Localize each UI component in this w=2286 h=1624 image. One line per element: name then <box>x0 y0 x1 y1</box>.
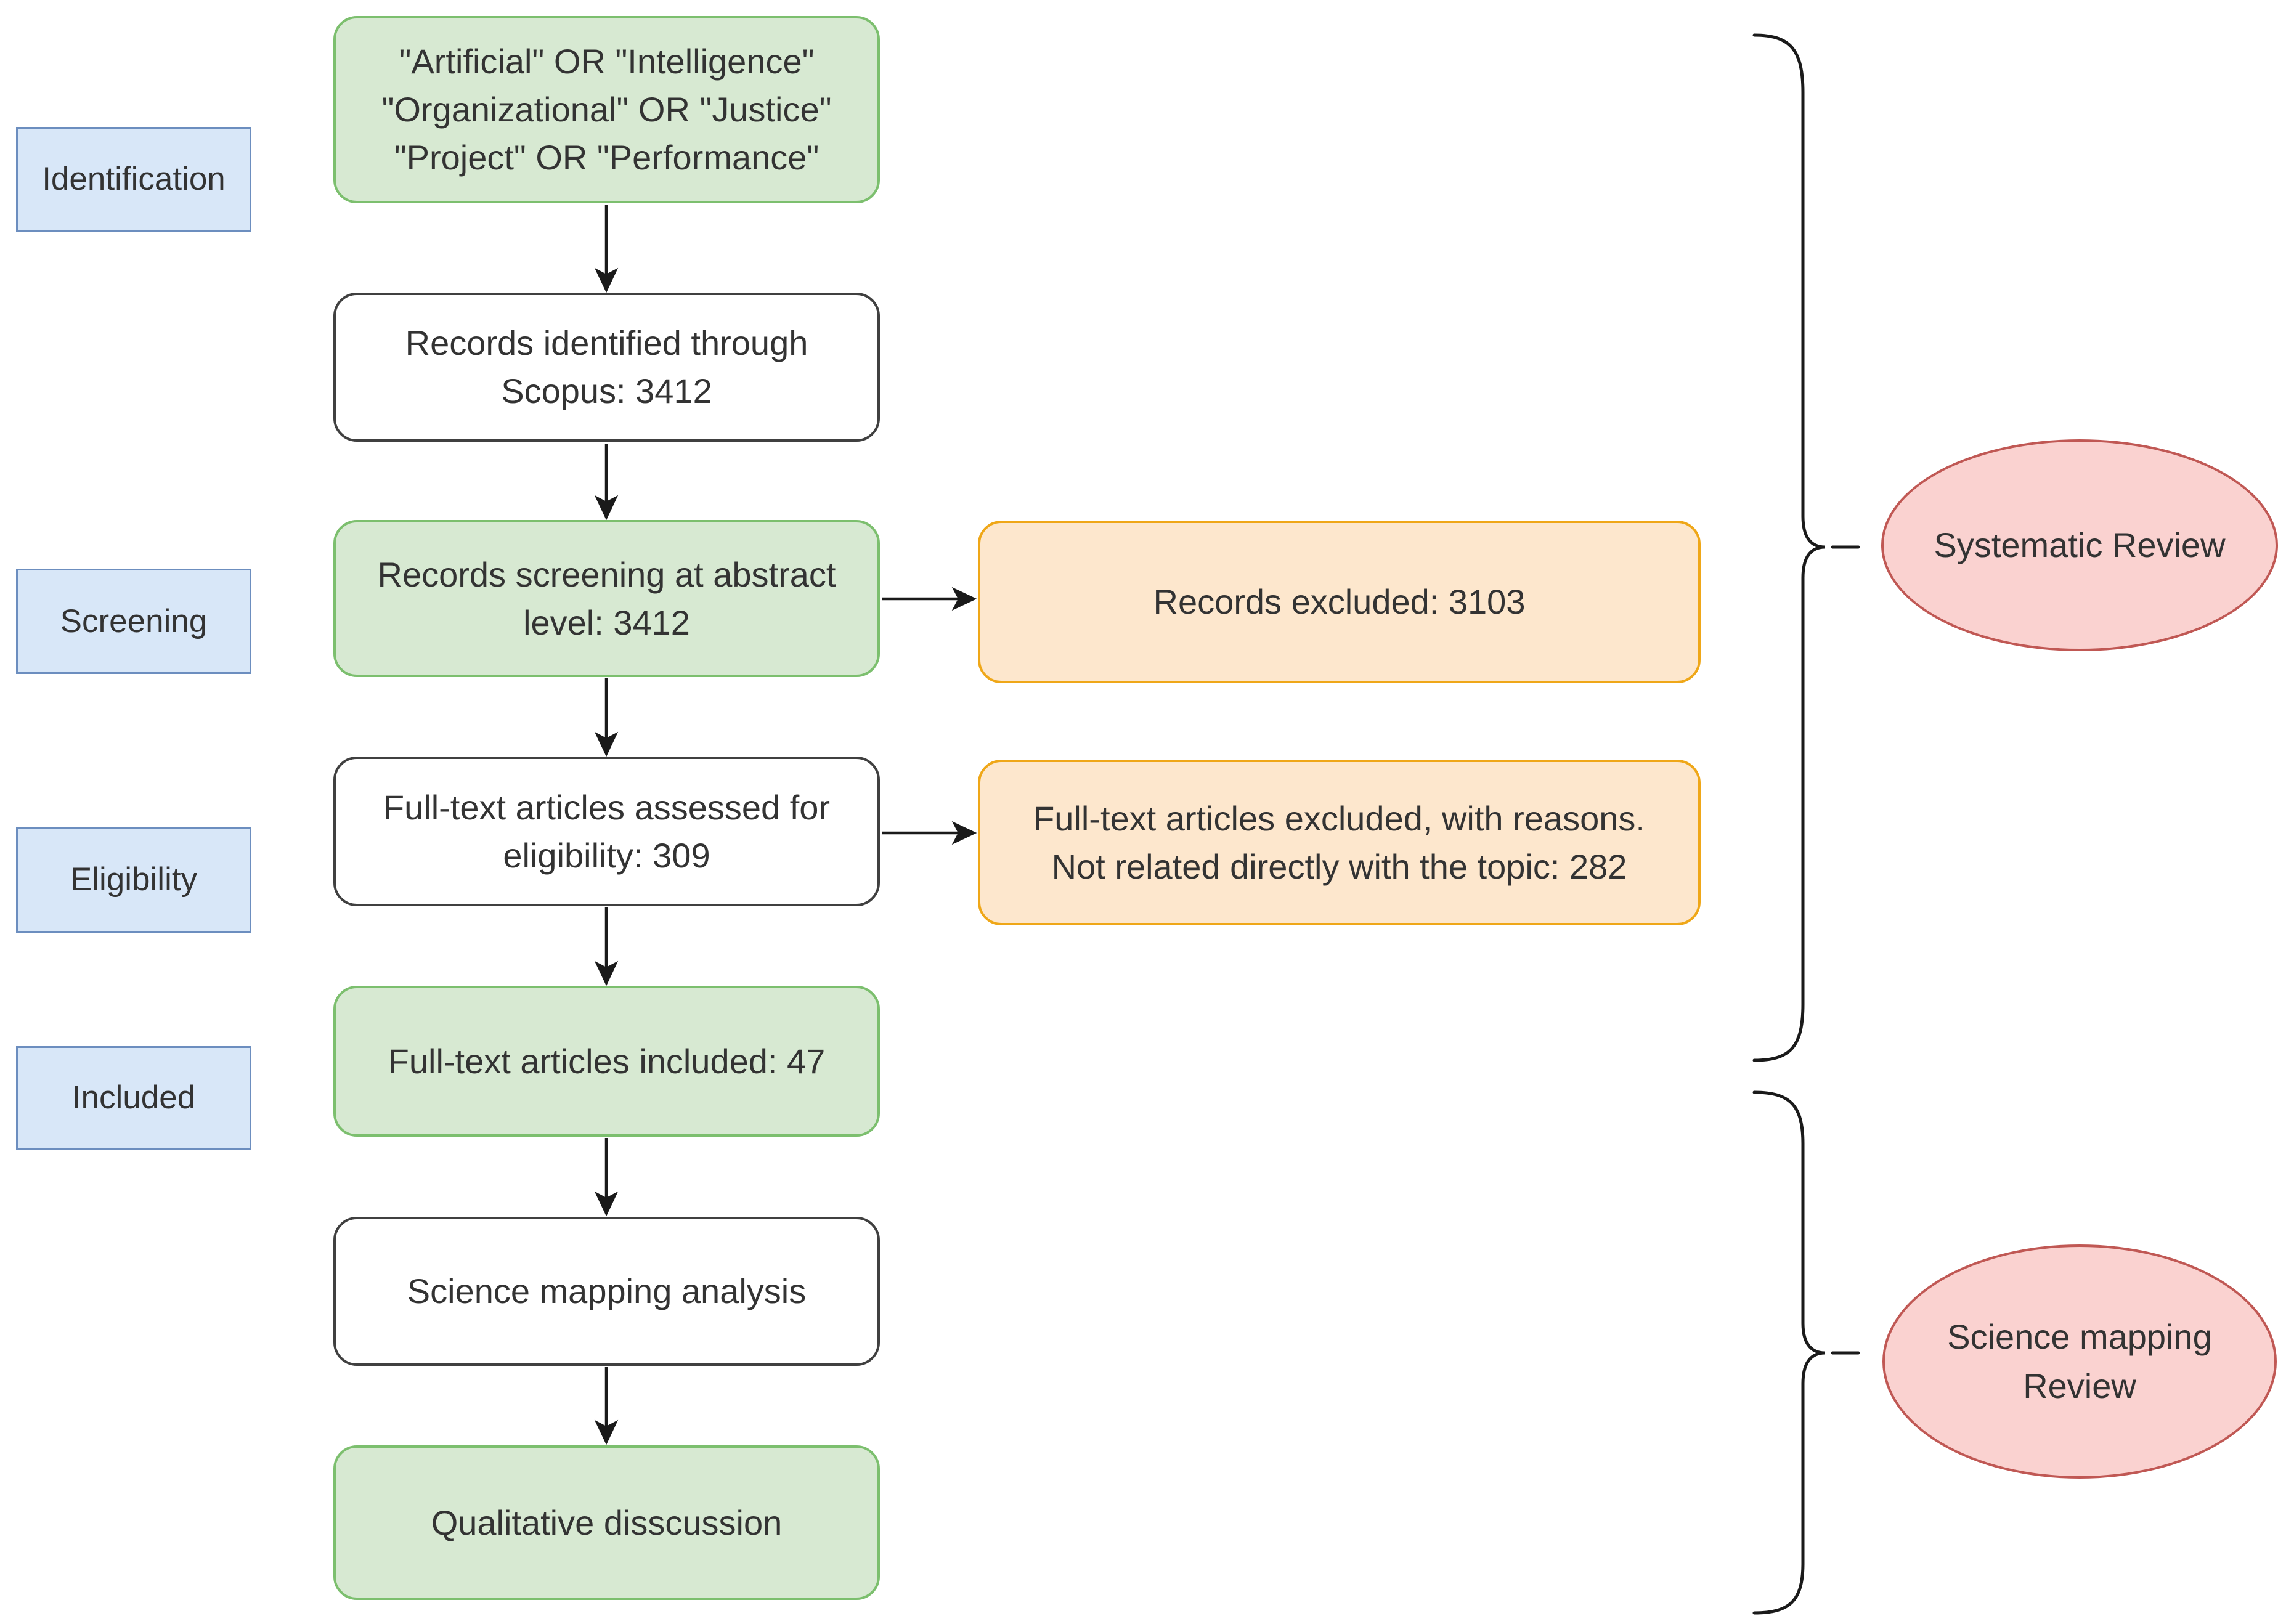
text-line: Records excluded: 3103 <box>1153 582 1526 621</box>
text-line: "Project" OR "Performance" <box>394 138 820 177</box>
arrow-down-icon-assessed-to-included <box>594 907 619 986</box>
flow-box-qualitative-discussion: Qualitative disscussion <box>333 1445 880 1600</box>
text-line: eligibility: 309 <box>503 835 710 875</box>
excluded-box-records: Records excluded: 3103 <box>978 521 1701 683</box>
flow-box-records-screening: Records screening at abstract level: 341… <box>333 520 880 677</box>
text-line: Full-text articles assessed for <box>383 787 831 827</box>
flow-box-search-terms: "Artificial" OR "Intelligence" "Organiza… <box>333 16 880 203</box>
flow-box-fulltext-assessed: Full-text articles assessed for eligibil… <box>333 757 880 906</box>
text-line: Scopus: 3412 <box>501 371 712 410</box>
stage-label-text: Eligibility <box>70 861 198 898</box>
stage-label-text: Identification <box>42 161 226 197</box>
stage-label-eligibility: Eligibility <box>16 827 251 933</box>
text-line: Not related directly with the topic: 282 <box>1051 847 1627 886</box>
curly-brace-science-mapping-review <box>1752 1090 1860 1615</box>
flow-box-science-mapping-analysis: Science mapping analysis <box>333 1217 880 1366</box>
text-line: Review <box>2023 1366 2136 1405</box>
text-line: Records identified through <box>405 323 808 362</box>
flow-box-fulltext-included: Full-text articles included: 47 <box>333 986 880 1137</box>
review-ellipse-systematic: Systematic Review <box>1881 439 2278 651</box>
arrow-down-icon-mapping-to-qualitative <box>594 1367 619 1445</box>
text-line: Science mapping <box>1947 1317 2212 1356</box>
arrow-right-icon-assessed-to-excluded <box>882 821 977 845</box>
arrow-down-icon-identified-to-screening <box>594 444 619 521</box>
text-line: Science mapping analysis <box>407 1272 807 1310</box>
stage-label-identification: Identification <box>16 127 251 232</box>
stage-label-text: Included <box>71 1079 196 1116</box>
text-line: Full-text articles included: 47 <box>388 1041 826 1081</box>
text-line: "Artificial" OR "Intelligence" <box>399 42 815 81</box>
stage-label-included: Included <box>16 1046 251 1150</box>
stage-label-screening: Screening <box>16 569 251 674</box>
text-line: Records screening at abstract <box>377 554 836 594</box>
excluded-box-fulltext: Full-text articles excluded, with reason… <box>978 760 1701 925</box>
text-line: Systematic Review <box>1934 526 2226 564</box>
text-line: level: 3412 <box>523 603 690 642</box>
text-line: Qualitative disscussion <box>431 1503 783 1542</box>
text-line: "Organizational" OR "Justice" <box>381 90 832 129</box>
arrow-down-icon-included-to-mapping <box>594 1138 619 1217</box>
arrow-down-icon-screening-to-assessed <box>594 678 619 757</box>
review-ellipse-science-mapping: Science mapping Review <box>1882 1244 2277 1479</box>
curly-brace-systematic-review <box>1752 33 1860 1062</box>
arrow-down-icon-search-to-identified <box>594 205 619 293</box>
arrow-right-icon-screening-to-excluded <box>882 587 977 611</box>
text-line: Full-text articles excluded, with reason… <box>1033 798 1645 838</box>
flow-box-records-identified: Records identified through Scopus: 3412 <box>333 293 880 442</box>
stage-label-text: Screening <box>60 603 208 639</box>
